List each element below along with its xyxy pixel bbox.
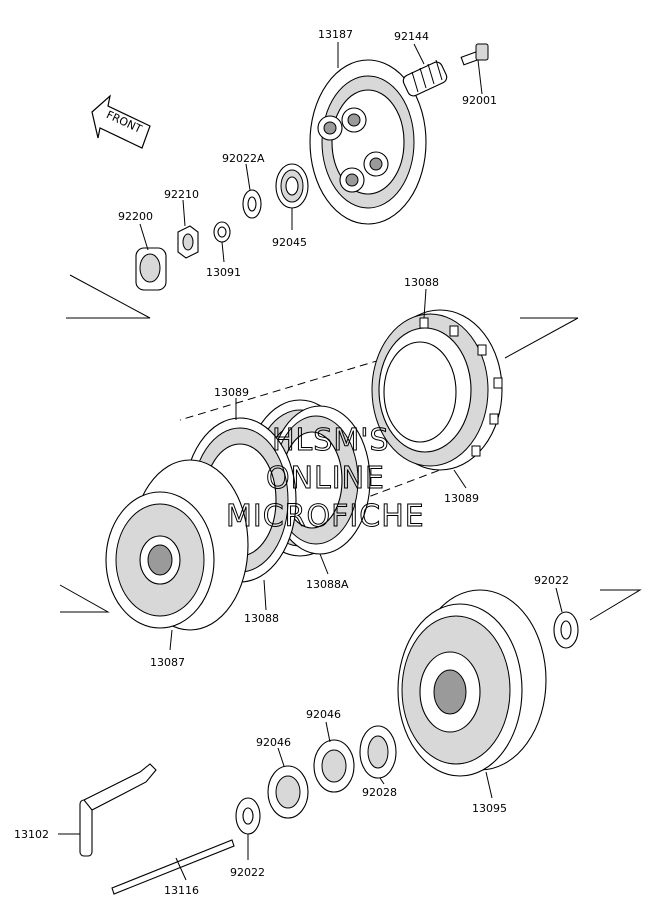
label-13102: 13102 <box>14 828 49 841</box>
nut-92210 <box>177 225 199 259</box>
label-92046-upper: 92046 <box>306 708 341 721</box>
washer-92022-right <box>553 611 579 649</box>
label-13088-lower: 13088 <box>244 612 279 625</box>
collar-13091 <box>213 221 231 243</box>
label-92022-right: 92022 <box>534 574 569 587</box>
washer-92022a <box>242 189 262 219</box>
label-92001: 92001 <box>462 94 497 107</box>
label-92028: 92028 <box>362 786 397 799</box>
friction-plate-upper <box>371 309 503 471</box>
bushing-92028 <box>359 725 397 779</box>
label-13089-lower: 13089 <box>444 492 479 505</box>
label-92022-lower: 92022 <box>230 866 265 879</box>
label-92144: 92144 <box>394 30 429 43</box>
pressure-plate <box>309 59 427 225</box>
label-13089-upper: 13089 <box>214 386 249 399</box>
clutch-spring <box>402 59 448 97</box>
label-92045: 92045 <box>272 236 307 249</box>
label-13116: 13116 <box>164 884 199 897</box>
watermark-line-3: MICROFICHE <box>226 499 425 534</box>
label-92022a: 92022A <box>222 152 265 165</box>
leader-lines <box>58 42 563 881</box>
front-arrow-icon: FRONT <box>91 94 151 149</box>
watermark-line-1: HLSM'S <box>272 423 390 458</box>
washer-92022-lower <box>235 797 261 835</box>
label-92046-lower: 92046 <box>256 736 291 749</box>
watermark-line-2: ONLINE <box>266 461 385 496</box>
watermark: HLSM'S ONLINE MICROFICHE <box>226 423 425 535</box>
needle-bearing-92046-lower <box>267 765 309 819</box>
label-13087: 13087 <box>150 656 185 669</box>
label-13187: 13187 <box>318 28 353 41</box>
clutch-hub-13087 <box>105 459 249 631</box>
label-92200: 92200 <box>118 210 153 223</box>
label-13095: 13095 <box>472 802 507 815</box>
release-lever-13102 <box>79 763 157 857</box>
needle-bearing-92046-upper <box>313 739 355 793</box>
label-13088-upper: 13088 <box>404 276 439 289</box>
bearing-92045 <box>275 163 309 209</box>
label-13091: 13091 <box>206 266 241 279</box>
label-92210: 92210 <box>164 188 199 201</box>
part-labels: 13187 92144 92001 92022A 92210 92200 130… <box>14 28 569 897</box>
clutch-bolt <box>460 43 489 66</box>
push-rod-13116 <box>111 839 235 895</box>
clutch-housing-13095 <box>397 589 547 777</box>
label-13088a: 13088A <box>306 578 349 591</box>
hub-92200 <box>135 247 167 291</box>
